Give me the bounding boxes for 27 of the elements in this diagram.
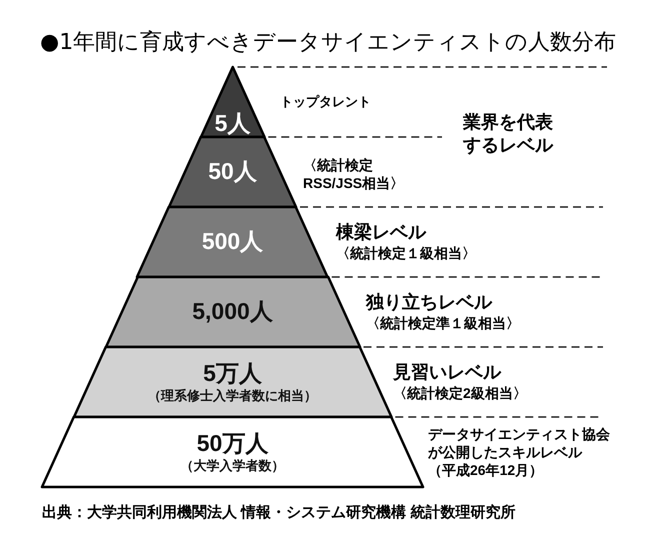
date-note: （平成26年12月） [428,461,544,480]
side-label: 〈統計検定１級相当〉 [336,244,476,263]
pyramid-tier [42,417,423,487]
headcount-label: 5万人 [203,360,262,388]
pyramid-tier [169,137,296,207]
title-text: ●1年間に育成すべきデータサイエンティストの人数分布 [40,30,616,56]
headcount-label: 50人 [208,158,257,186]
level-name: 棟梁レベル [336,221,426,244]
headcount-label: 5,000人 [192,298,273,326]
side-label: 〈統計検定RSS/JSS相当〉 [303,156,406,192]
side-label: 〈統計検定2級相当〉 [393,384,527,403]
side-label: 〈統計検定準１級相当〉 [366,314,520,333]
headcount-label: 5人 [214,110,250,138]
level-name: 見習いレベル [393,361,501,384]
note-text: （大学入学者数） [180,458,284,474]
pyramid-tier [137,207,328,277]
pyramid-tier [74,347,392,417]
pyramid-tier [200,67,264,137]
level-name: 独り立ちレベル [366,291,492,314]
source-note: データサイエンティスト協会が公開したスキルレベル [428,425,611,462]
side-label: トップタレント [280,94,371,111]
headcount-label: 50万人 [196,430,268,458]
level-group-label: 業界を代表するレベル [463,111,554,158]
headcount-label: 500人 [202,228,264,256]
note-text: （理系修士入学者数に相当） [148,388,317,404]
pyramid-tier [106,277,360,347]
source-caption: 出典：大学共同利用機関法人 情報・システム研究機構 統計数理研究所 [42,503,516,522]
